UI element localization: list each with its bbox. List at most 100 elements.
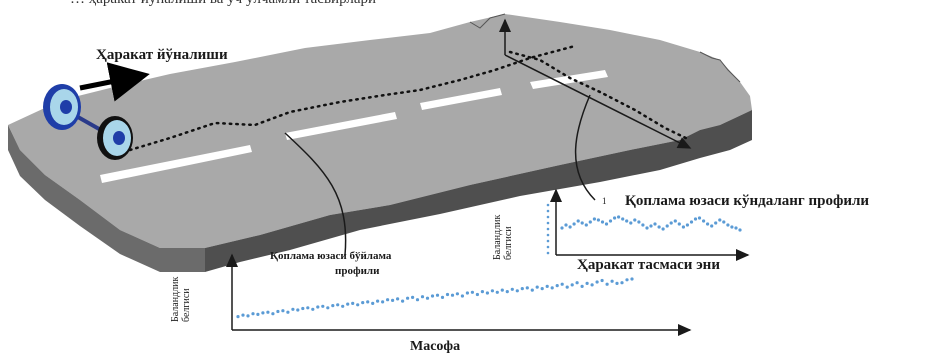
longitudinal-profile-point-57 [515, 289, 519, 293]
trans-chart-axis-dot-3 [546, 215, 550, 219]
transverse-profile-chart [546, 188, 750, 261]
longitudinal-profile-point-18 [321, 304, 325, 308]
transverse-profile-point-16 [621, 217, 625, 221]
longitudinal-profile-point-63 [545, 284, 549, 288]
longitudinal-profile-point-72 [590, 283, 594, 287]
transverse-profile-point-28 [669, 221, 673, 225]
longitudinal-profile-point-69 [575, 281, 579, 285]
longitudinal-profile-point-33 [396, 297, 400, 301]
transverse-profile-point-38 [710, 224, 714, 228]
longitudinal-profile-point-61 [535, 285, 539, 289]
longitudinal-profile-point-44 [450, 293, 455, 297]
longitudinal-profile-point-56 [510, 287, 514, 291]
longitudinal-profile-point-23 [346, 302, 350, 306]
longitudinal-profile-point-21 [336, 303, 340, 307]
trans-chart-ylabel-line2: белгиси [503, 226, 514, 260]
longitudinal-profile-point-36 [411, 295, 415, 299]
transverse-profile-point-43 [730, 225, 734, 229]
transverse-profile-point-41 [722, 220, 726, 224]
lane-width-label: Ҳаракат тасмаси эни [577, 257, 720, 273]
longitudinal-profile-point-40 [430, 294, 435, 298]
transverse-profile-point-5 [576, 219, 580, 223]
longitudinal-dotted-trace [128, 44, 577, 152]
distance-label: Масофа [410, 339, 461, 354]
longitudinal-profile-point-30 [381, 300, 385, 304]
longitudinal-profile-point-42 [440, 295, 445, 299]
trans-chart-axis-dot-7 [546, 239, 550, 243]
longitudinal-profile-point-1 [236, 315, 240, 319]
longitudinal-profile-point-29 [376, 299, 380, 303]
transverse-profile-point-13 [608, 219, 613, 223]
leader-line-transverse [574, 94, 596, 201]
longitudinal-profile-point-4 [251, 312, 255, 316]
longitudinal-profile-point-25 [356, 303, 360, 307]
transverse-profile-point-30 [677, 222, 681, 226]
longitudinal-profile-point-76 [610, 279, 614, 283]
longitudinal-profile-point-22 [341, 304, 345, 308]
transverse-profile-point-40 [718, 218, 722, 222]
trans-chart-axis-dot-9 [546, 251, 550, 255]
transverse-profile-point-15 [617, 215, 621, 219]
longitudinal-profile-point-53 [495, 290, 499, 294]
transverse-profile-point-23 [649, 224, 653, 228]
transverse-profile-point-39 [714, 221, 718, 225]
longitudinal-profile-point-48 [470, 290, 474, 294]
trans-chart-axis-dot-2 [546, 209, 550, 213]
transverse-profile-point-21 [641, 223, 645, 227]
trans-chart-axis-dot-1 [546, 203, 550, 207]
transverse-profile-point-12 [604, 222, 609, 226]
longitudinal-profile-point-54 [500, 288, 504, 292]
transverse-profile-point-36 [702, 219, 706, 223]
transverse-profile-point-14 [613, 216, 617, 220]
lane-marking-1 [100, 145, 252, 183]
longitudinal-profile-point-80 [630, 277, 634, 281]
longitudinal-profile-point-8 [271, 312, 275, 316]
longitudinal-profile-point-50 [480, 290, 484, 294]
corner-mark: 1 [602, 196, 607, 206]
longitudinal-profile-point-65 [555, 284, 559, 288]
longitudinal-profile-point-67 [565, 285, 569, 289]
longitudinal-profile-point-73 [595, 280, 599, 284]
longitudinal-profile-point-47 [465, 291, 469, 295]
transverse-profile-point-18 [629, 221, 633, 225]
road-front-face [8, 125, 205, 272]
transverse-profile-point-9 [592, 217, 597, 221]
transverse-profile-point-24 [653, 222, 657, 226]
transverse-profile-point-37 [706, 222, 710, 226]
longitudinal-profile-point-49 [475, 292, 479, 297]
longitudinal-profile-point-5 [256, 312, 260, 316]
long-chart-ylabel-line2: белгиси [181, 288, 192, 322]
longitudinal-profile-point-39 [425, 296, 430, 300]
road-top-surface [8, 14, 752, 248]
trans-chart-ylabel-line1: Баландлик [492, 214, 503, 260]
transverse-profile-point-34 [693, 217, 698, 221]
longitudinal-profile-point-19 [326, 306, 330, 310]
longitudinal-profile-point-75 [605, 282, 609, 286]
lane-marking-4 [530, 70, 608, 89]
longitudinal-profile-point-45 [455, 292, 459, 296]
longitudinal-profile-point-62 [540, 287, 544, 291]
transverse-profile-point-1 [560, 226, 564, 230]
transverse-profile-label: Қоплама юзаси кўндаланг профили [625, 193, 870, 209]
longitudinal-profile-point-55 [505, 290, 509, 294]
trans-chart-axis-dot-6 [546, 233, 550, 237]
direction-arrow-icon [79, 62, 150, 102]
transverse-profile-point-19 [633, 218, 637, 222]
longitudinal-profile-point-58 [520, 287, 524, 291]
longitudinal-profile-point-16 [311, 307, 315, 311]
longitudinal-profile-point-7 [266, 310, 270, 314]
transverse-profile-point-2 [564, 223, 568, 227]
longitudinal-profile-point-2 [241, 313, 245, 317]
transverse-profile-point-4 [572, 222, 576, 226]
longitudinal-profile-point-68 [570, 283, 574, 287]
longitudinal-profile-point-37 [415, 298, 420, 302]
transverse-profile-point-26 [661, 227, 665, 231]
longitudinal-profile-point-34 [401, 299, 405, 303]
longitudinal-profile-chart [226, 253, 692, 336]
transverse-profile-point-8 [588, 220, 592, 224]
longitudinal-profile-point-51 [485, 291, 489, 295]
longitudinal-profile-point-11 [286, 310, 290, 314]
longitudinal-profile-point-64 [550, 286, 554, 290]
top-partial-caption: … ҳаракат йўналиши ва уч ўлчамли тасвирл… [70, 0, 376, 8]
